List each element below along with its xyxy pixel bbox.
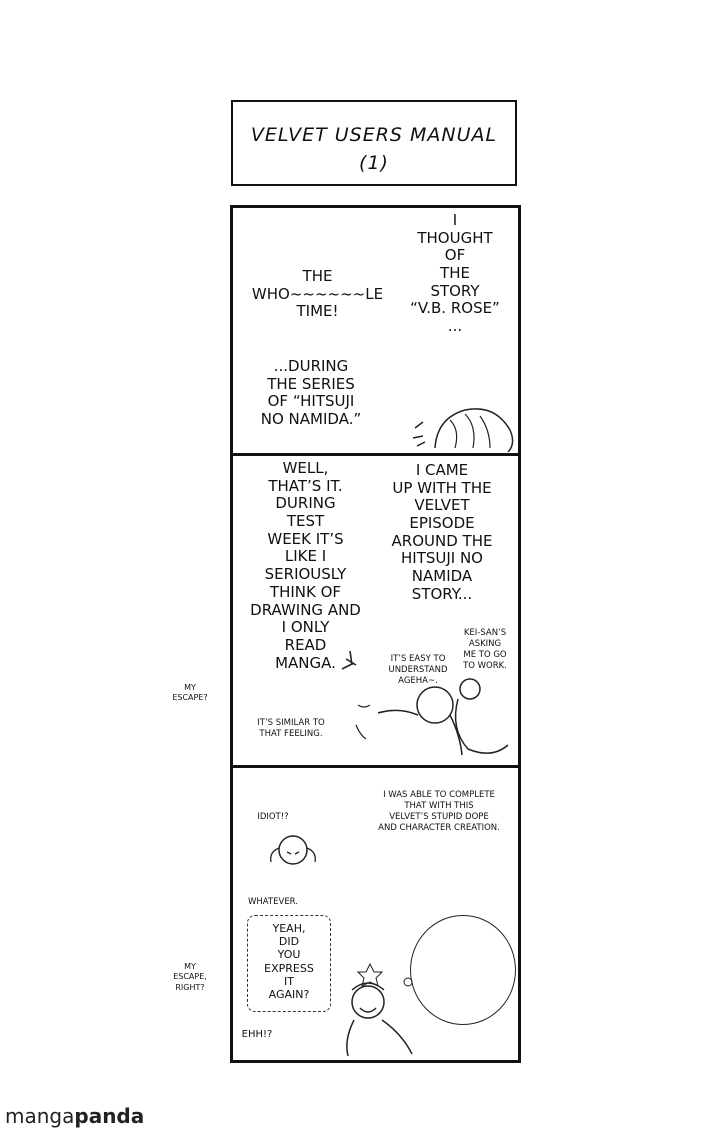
panel3-top-text: I WAS ABLE TO COMPLETE THAT WITH THIS VE… (378, 790, 500, 834)
panel1-right-text: I THOUGHT OF THE STORY “V.B. ROSE” ... (410, 211, 500, 336)
panel2-kei-text: KEI-SAN’S ASKING ME TO GO TO WORK. (463, 628, 507, 672)
panel2-left-text: WELL, THAT’S IT. DURING TEST WEEK IT’S L… (250, 459, 361, 672)
empty-speech-bubble (410, 915, 516, 1025)
panel2-right-text: I CAME UP WITH THE VELVET EPISODE AROUND… (391, 461, 493, 603)
panel1-left-text: THE WHO~~~~~~LE TIME! (251, 267, 384, 321)
site-logo: mangapanda (5, 1104, 144, 1128)
panel3-bubble-text: YEAH, DID YOU EXPRESS IT AGAIN? (264, 922, 314, 1001)
page-title: VELVET USERS MANUAL (250, 124, 498, 146)
panel1-bottom-text: ...DURING THE SERIES OF “HITSUJI NO NAMI… (260, 357, 362, 429)
logo-text-panda: panda (74, 1104, 145, 1128)
panel-divider-2 (230, 765, 521, 768)
dialogue-bubble (247, 915, 331, 1012)
panel-divider-1 (230, 453, 521, 456)
panel3-idiot-text: IDIOT!? (257, 812, 289, 822)
panel3-whatever-text: WHATEVER. (247, 897, 298, 907)
panel3-ehh-text: EHH!? (241, 1029, 273, 1040)
panel2-side-note: MY ESCAPE? (172, 683, 208, 703)
characters-drawing (341, 650, 509, 756)
logo-text-manga: manga (5, 1104, 75, 1128)
panel2-similar-text: IT’S SIMILAR TO THAT FEELING. (257, 718, 325, 740)
title-box: VELVET USERS MANUAL (1) (231, 100, 517, 186)
panel3-side-note: MY ESCAPE, RIGHT? (173, 962, 207, 992)
comic-strip (230, 205, 521, 1063)
chapter-number: (1) (359, 152, 389, 174)
sleeping-character-drawing (412, 408, 514, 452)
angry-character-drawing (270, 835, 316, 865)
panel2-easy-text: IT’S EASY TO UNDERSTAND AGEHA~. (388, 654, 448, 687)
laughing-character-drawing (346, 962, 413, 1057)
